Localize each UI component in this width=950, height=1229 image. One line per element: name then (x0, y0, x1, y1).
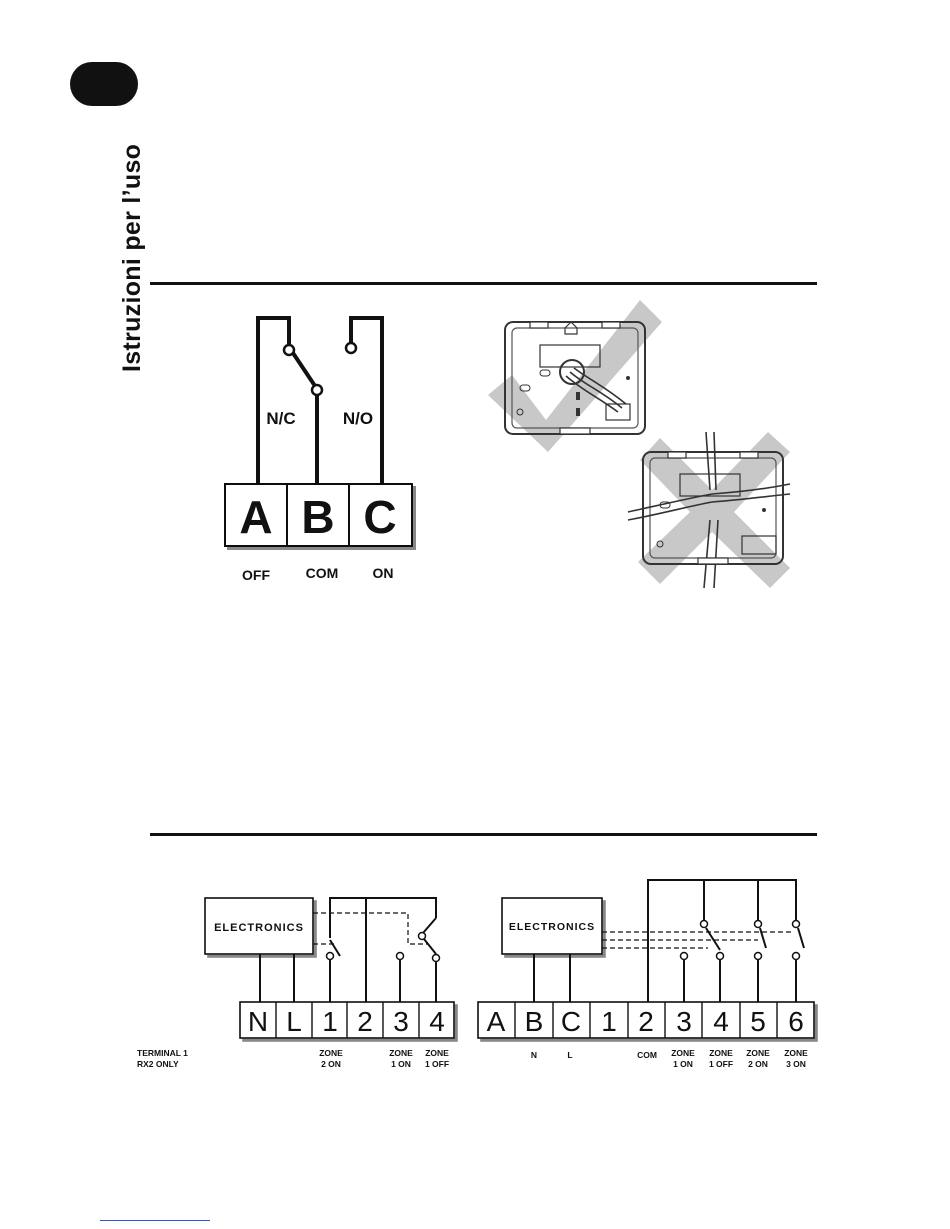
left-note-line1: TERMINAL 1 (137, 1048, 188, 1058)
relay-terminal-b: B (301, 491, 334, 543)
left-terminal-n: N (248, 1006, 268, 1037)
right-caption-zone1off-l1: ZONE (709, 1048, 733, 1058)
right-caption-zone2on-l1: ZONE (746, 1048, 770, 1058)
electronics-label-right: ELECTRONICS (509, 921, 595, 933)
right-terminal-3: 3 (676, 1006, 692, 1037)
right-label-n: N (531, 1050, 537, 1060)
relay-contact-diagram (258, 318, 382, 484)
right-caption-zone1off-l2: 1 OFF (709, 1059, 733, 1069)
contact-nc (284, 345, 294, 355)
electronics-label-left: ELECTRONICS (214, 922, 304, 934)
left-terminal-l: L (286, 1006, 302, 1037)
relay-caption-off: OFF (242, 567, 270, 583)
relay-caption-on: ON (373, 565, 394, 581)
right-terminal-c: C (561, 1006, 581, 1037)
wallplate-wrong-illustration (628, 432, 790, 588)
right-caption-zone1on-l2: 1 ON (673, 1059, 693, 1069)
right-terminal-a: A (487, 1006, 506, 1037)
right-caption-zone3on-l2: 3 ON (786, 1059, 806, 1069)
left-terminal-2: 2 (357, 1006, 373, 1037)
right-terminal-b: B (525, 1006, 544, 1037)
relay-terminal-c: C (363, 491, 396, 543)
contact-com (312, 385, 322, 395)
contact-no (346, 343, 356, 353)
left-caption-zone1on-l2: 1 ON (391, 1059, 411, 1069)
label-nc: N/C (266, 409, 295, 428)
switch-lever (291, 350, 315, 386)
left-note-line2: RX2 ONLY (137, 1059, 179, 1069)
relay-terminal-a: A (239, 491, 272, 543)
wallplate-correct-illustration (488, 300, 662, 452)
left-caption-zone1on-l1: ZONE (389, 1048, 413, 1058)
right-terminal-2: 2 (638, 1006, 654, 1037)
right-label-l: L (567, 1050, 572, 1060)
left-terminal-1: 1 (322, 1006, 338, 1037)
left-caption-zone1off-l1: ZONE (425, 1048, 449, 1058)
right-terminal-4: 4 (713, 1006, 729, 1037)
right-terminal-6: 6 (788, 1006, 804, 1037)
right-label-com: COM (637, 1050, 657, 1060)
wire-no (351, 318, 382, 484)
right-caption-zone2on-l2: 2 ON (748, 1059, 768, 1069)
left-caption-zone1off-l2: 1 OFF (425, 1059, 449, 1069)
left-terminal-3: 3 (393, 1006, 409, 1037)
right-terminal-1: 1 (601, 1006, 617, 1037)
right-caption-zone3on-l1: ZONE (784, 1048, 808, 1058)
relay-caption-com: COM (306, 565, 339, 581)
left-caption-zone2on-l1: ZONE (319, 1048, 343, 1058)
right-terminal-5: 5 (750, 1006, 766, 1037)
label-no: N/O (343, 409, 373, 428)
wire-nc (258, 318, 289, 484)
right-caption-zone1on-l1: ZONE (671, 1048, 695, 1058)
left-terminal-4: 4 (429, 1006, 445, 1037)
left-caption-zone2on-l2: 2 ON (321, 1059, 341, 1069)
